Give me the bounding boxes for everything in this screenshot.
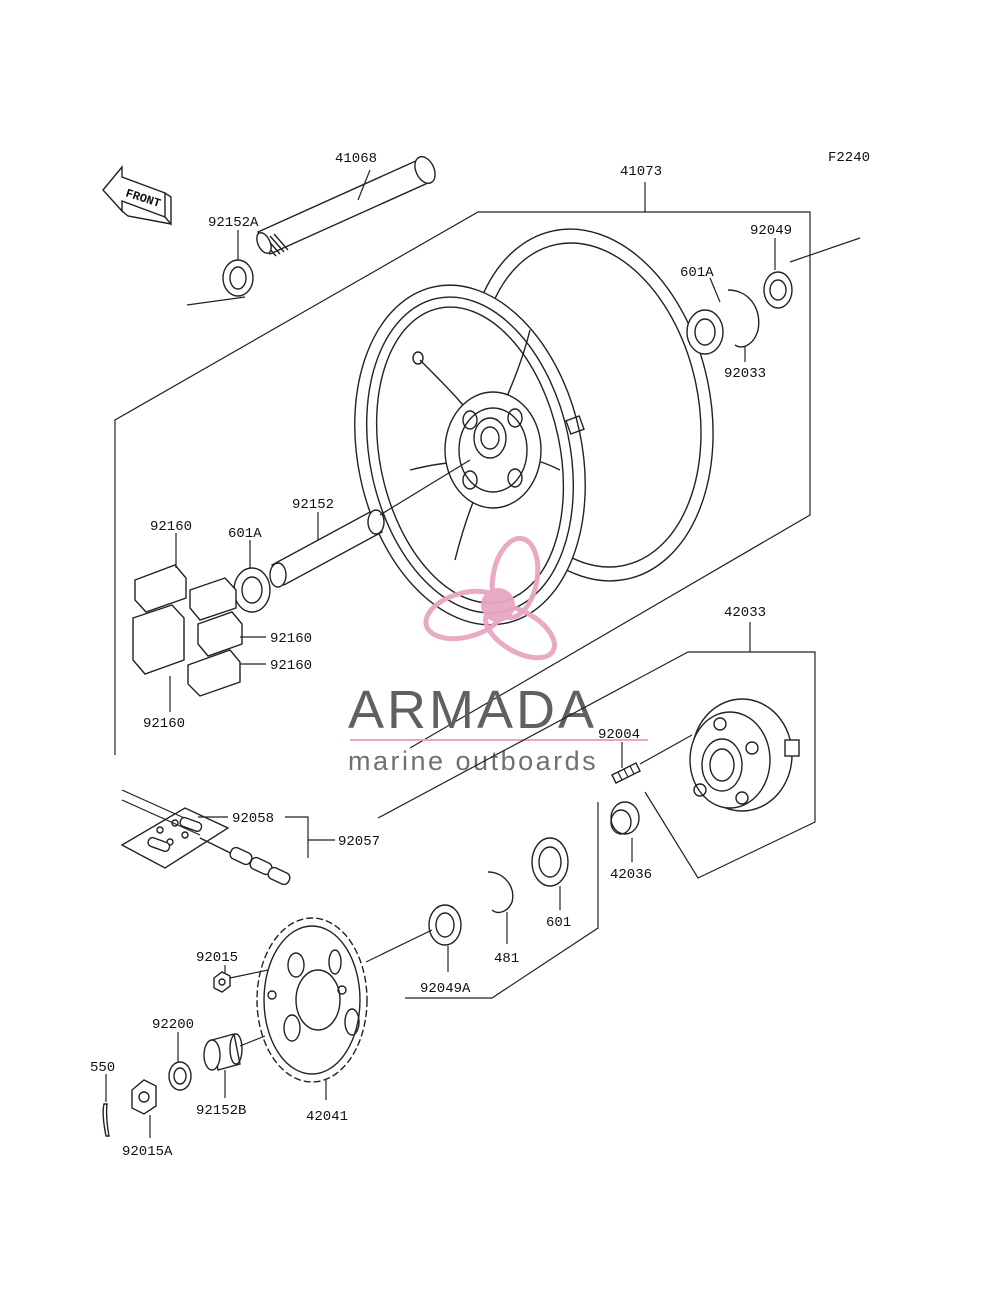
collar-92152A — [222, 259, 254, 297]
dampers-92160 — [132, 564, 243, 697]
figure-code: F2240 — [828, 150, 870, 166]
label-42033: 42033 — [724, 605, 766, 621]
chain-92057 — [120, 789, 291, 886]
collar-92152B — [203, 1033, 243, 1071]
label-601A-left: 601A — [228, 526, 262, 542]
collar-42036 — [610, 801, 640, 835]
label-92015: 92015 — [196, 950, 238, 966]
front-arrow-icon: FRONT — [102, 165, 172, 226]
label-42041: 42041 — [306, 1109, 348, 1125]
label-92160-b: 92160 — [270, 631, 312, 647]
castle-nut-92015A — [131, 1079, 157, 1115]
label-601: 601 — [546, 915, 571, 931]
label-41068: 41068 — [335, 151, 377, 167]
label-92049: 92049 — [750, 223, 792, 239]
label-92160-d: 92160 — [143, 716, 185, 732]
label-92152: 92152 — [292, 497, 334, 513]
label-92015A: 92015A — [122, 1144, 173, 1160]
label-92004: 92004 — [598, 727, 640, 743]
sprocket-42041 — [256, 917, 368, 1083]
nut-92015 — [213, 971, 231, 993]
watermark-brand: ARMADA — [348, 680, 597, 740]
label-92200: 92200 — [152, 1017, 194, 1033]
bearing-601A-left — [233, 567, 271, 613]
watermark-tagline: marine outboards — [348, 746, 598, 776]
label-481: 481 — [494, 951, 519, 967]
sleeve-92152 — [269, 509, 385, 588]
seal-92049A — [428, 904, 462, 946]
stud-92004 — [611, 762, 641, 784]
label-92152A: 92152A — [208, 215, 259, 231]
label-42036: 42036 — [610, 867, 652, 883]
label-92160-c: 92160 — [270, 658, 312, 674]
label-92058: 92058 — [232, 811, 274, 827]
cotter-pin-550 — [102, 1103, 110, 1137]
bearing-601 — [531, 837, 569, 887]
washer-92200 — [168, 1061, 192, 1091]
seal-92049 — [763, 271, 793, 309]
axle-41068 — [256, 156, 436, 257]
label-92152B: 92152B — [196, 1103, 246, 1119]
coupling-42033 — [689, 698, 800, 812]
label-92049A: 92049A — [420, 981, 471, 997]
circlip-481 — [487, 871, 514, 914]
armada-logo-icon — [423, 535, 557, 661]
label-550: 550 — [90, 1060, 115, 1076]
label-601A-top: 601A — [680, 265, 714, 281]
bearing-601A-top — [686, 309, 724, 355]
circlip-92033 — [727, 289, 760, 348]
label-92160-a: 92160 — [150, 519, 192, 535]
label-41073: 41073 — [620, 164, 662, 180]
label-92033: 92033 — [724, 366, 766, 382]
label-92057: 92057 — [338, 834, 380, 850]
